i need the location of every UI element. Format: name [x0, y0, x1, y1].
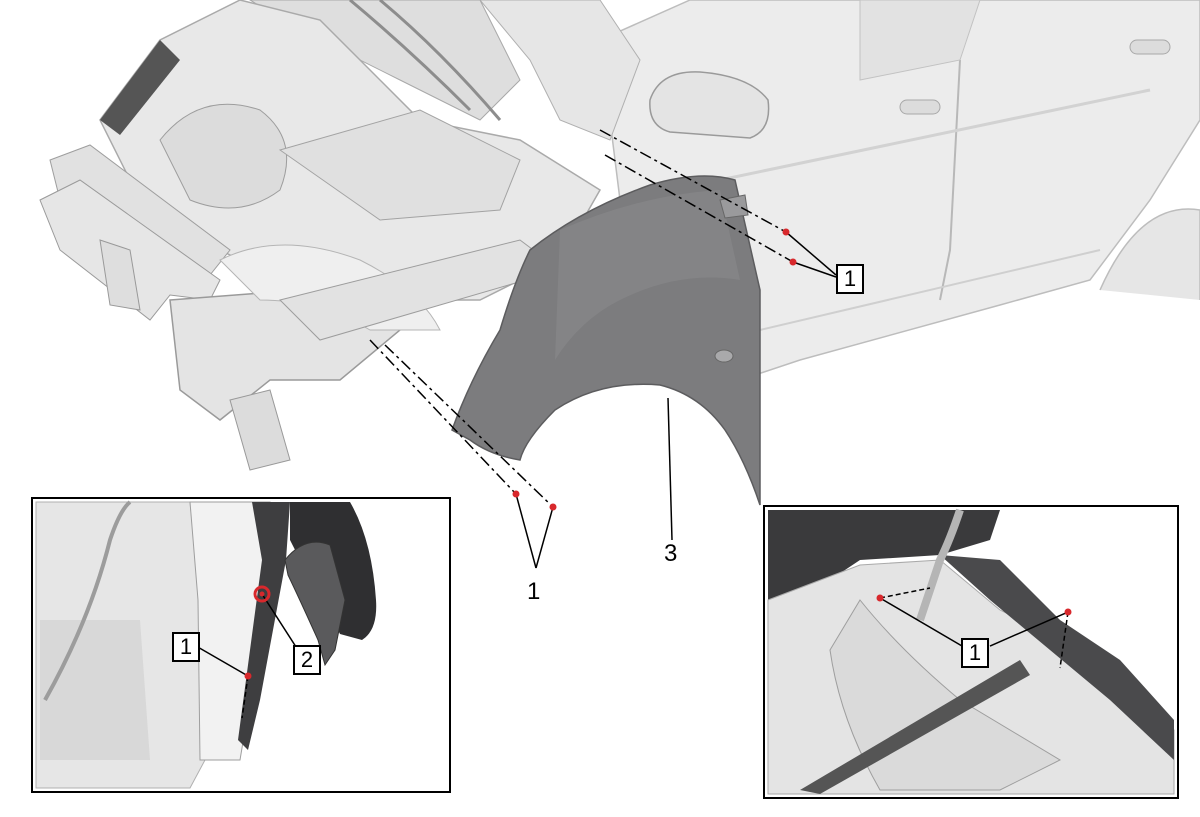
windshield-cable-2 [379, 0, 502, 121]
callout-1-lower: 1 [527, 578, 541, 605]
inset-right-dash-b [1059, 611, 1069, 669]
inset-left-clip-center [259, 591, 265, 597]
callout-1-inset-right: 1 [961, 638, 989, 668]
callout-2-inset-left: 2 [293, 645, 321, 675]
dash-line-upper-2 [604, 154, 794, 263]
inset-right-fender-lip [940, 555, 1174, 760]
dash-line-lower-2 [384, 344, 554, 508]
inset-left-panel-shadow [40, 620, 150, 760]
inset-right-bolt-b [1064, 608, 1072, 616]
callout-3-fender: 3 [664, 540, 678, 567]
fender-mount-tab [719, 194, 749, 219]
a-pillar [479, 0, 641, 141]
leader-upper-a [785, 231, 837, 276]
main-leader-lines [369, 129, 837, 569]
rear-window-edge [859, 0, 981, 81]
door-character-line [719, 88, 1151, 182]
fender-highlight [555, 190, 740, 360]
door-handle-rear [1129, 39, 1171, 55]
inset-right-hose [916, 508, 964, 622]
door-handle-front [899, 99, 941, 115]
door-lower-line [759, 249, 1101, 331]
leader-lower-a [515, 493, 537, 569]
cowl-panel [278, 109, 521, 221]
main-fasteners [512, 228, 797, 511]
inset-right-bolt-a [876, 594, 884, 602]
door-seam-line [939, 59, 961, 301]
inset-left-clip-bracket [284, 541, 346, 667]
inset-left-cable [43, 500, 132, 701]
inset-left-fender-edge [238, 502, 290, 750]
inset-right-dash-a [879, 587, 931, 599]
leader-fender [667, 397, 673, 541]
fastener-upper-2 [789, 258, 797, 266]
inset-left [31, 497, 451, 793]
inset-right-rail [800, 660, 1030, 794]
fender-side-marker-hole [714, 349, 734, 363]
rear-wheel-arch [1099, 208, 1200, 300]
callout-1-inset-left: 1 [172, 632, 200, 662]
inset-left-dash [241, 675, 249, 719]
inset-left-bolt [244, 672, 252, 680]
lower-leg [229, 389, 291, 471]
radiator-leg-left [99, 239, 141, 311]
inset-right-leader-a [879, 597, 963, 647]
fastener-lower-1 [512, 490, 520, 498]
inset-left-leader-clip [261, 593, 299, 651]
dark-bay-edge [100, 40, 180, 135]
leader-lower-b [535, 506, 554, 569]
leader-upper-b [792, 261, 837, 278]
strut-tower [159, 103, 288, 209]
side-mirror [649, 71, 770, 139]
inset-left-clip [253, 585, 271, 603]
inset-right-leader-b [989, 611, 1069, 647]
inset-left-leader-bolt [195, 645, 249, 677]
fastener-upper-1 [782, 228, 790, 236]
windshield-cable [349, 0, 472, 112]
callout-1-upper: 1 [836, 264, 864, 294]
fastener-lower-2 [549, 503, 557, 511]
